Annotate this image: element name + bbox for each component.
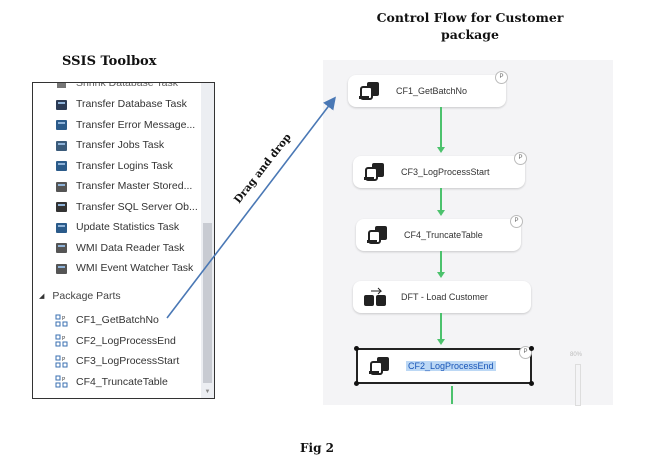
connector-arrowhead — [437, 147, 445, 153]
toolbox-item[interactable]: WMI Data Reader Task — [55, 239, 184, 257]
connector-arrowhead — [437, 210, 445, 216]
figure-caption: Fig 2 — [300, 441, 334, 455]
toolbox-scrollbar[interactable]: ▼ — [201, 83, 214, 398]
toolbox-item-label: Transfer Database Task — [76, 98, 187, 110]
svg-text:P: P — [62, 377, 66, 383]
expand-triangle-icon[interactable]: ◢ — [39, 293, 45, 300]
toolbox-item[interactable]: Transfer Error Message... — [55, 116, 195, 134]
package-part-item[interactable]: P CF4_TruncateTable — [55, 373, 168, 391]
package-part-item[interactable]: P CF3_LogProcessStart — [55, 352, 179, 370]
toolbox-item-label: Shrink Database Task — [76, 82, 178, 89]
toolbox-item-label: Update Statistics Task — [76, 221, 180, 233]
task-label: CF1_GetBatchNo — [396, 86, 468, 96]
toolbox-item-label: Transfer Jobs Task — [76, 139, 165, 151]
transfer-logins-icon — [55, 159, 68, 172]
package-part-task-icon — [363, 162, 389, 182]
transfer-database-icon — [55, 98, 68, 111]
scroll-down-icon[interactable]: ▼ — [204, 389, 211, 395]
toolbox-item-cut[interactable]: Shrink Database Task — [55, 82, 178, 92]
package-part-label: CF3_LogProcessStart — [76, 355, 180, 367]
package-part-task-icon — [358, 81, 384, 101]
svg-text:P: P — [62, 357, 66, 363]
task-label: CF4_TruncateTable — [404, 230, 483, 240]
control-flow-title: Control Flow for Customer package — [376, 10, 564, 42]
package-part-icon: P — [55, 314, 68, 327]
toolbox-item-label: Transfer SQL Server Ob... — [76, 200, 198, 213]
toolbox-item-label: WMI Event Watcher Task — [76, 262, 194, 274]
toolbox-item-label: Transfer Master Stored... — [76, 180, 193, 192]
data-flow-icon — [363, 287, 389, 307]
transfer-sql-icon — [55, 200, 68, 213]
task-label: CF3_LogProcessStart — [401, 167, 490, 177]
package-part-badge: P — [519, 346, 532, 359]
precedence-constraint[interactable] — [440, 188, 442, 211]
package-part-badge: P — [510, 215, 523, 228]
task-package-part[interactable]: CF2_LogProcessEnd P — [354, 346, 534, 386]
package-part-item[interactable]: P CF1_GetBatchNo — [55, 311, 159, 329]
shrink-database-icon — [55, 83, 68, 90]
package-part-item[interactable]: P CF2_LogProcessEnd — [55, 332, 176, 350]
package-part-icon: P — [55, 355, 68, 368]
task-package-part[interactable]: CF3_LogProcessStart P — [353, 152, 527, 188]
transfer-error-icon — [55, 118, 68, 131]
package-part-label: CF2_LogProcessEnd — [76, 334, 176, 347]
wmi-watcher-icon — [55, 262, 68, 275]
package-part-badge: P — [495, 71, 508, 84]
wmi-reader-icon — [55, 241, 68, 254]
transfer-jobs-icon — [55, 139, 68, 152]
package-part-icon: P — [55, 334, 68, 347]
precedence-constraint-stub[interactable] — [451, 386, 453, 404]
connector-arrowhead — [437, 339, 445, 345]
svg-text:P: P — [62, 336, 66, 342]
update-statistics-icon — [55, 221, 68, 234]
precedence-constraint[interactable] — [440, 313, 442, 340]
package-part-badge: P — [514, 152, 527, 165]
zoom-level: 80% — [570, 352, 583, 358]
group-label: Package Parts — [52, 290, 121, 302]
svg-text:P: P — [62, 316, 66, 322]
toolbox-item[interactable]: Transfer Database Task — [55, 95, 187, 113]
scrollbar-thumb[interactable] — [203, 223, 212, 383]
toolbox-item[interactable]: Transfer Master Stored... — [55, 177, 192, 195]
transfer-master-icon — [55, 180, 68, 193]
toolbox-item[interactable]: WMI Event Watcher Task — [55, 259, 193, 277]
package-part-task-icon — [368, 356, 394, 376]
precedence-constraint[interactable] — [440, 251, 442, 273]
toolbox-item-label: Transfer Logins Task — [76, 159, 173, 172]
connector-arrowhead — [437, 272, 445, 278]
task-label: CF2_LogProcessEnd — [406, 361, 496, 371]
precedence-constraint[interactable] — [440, 107, 442, 148]
task-package-part[interactable]: CF4_TruncateTable P — [356, 215, 523, 251]
package-part-icon: P — [55, 375, 68, 388]
resize-handle[interactable] — [529, 346, 534, 351]
toolbox-item[interactable]: Transfer Jobs Task — [55, 136, 164, 154]
package-part-label: CF1_GetBatchNo — [76, 314, 159, 326]
zoom-slider[interactable] — [575, 364, 581, 406]
toolbox-item-label: Transfer Error Message... — [76, 118, 196, 131]
drag-arrow — [166, 96, 336, 319]
toolbox-item[interactable]: Update Statistics Task — [55, 218, 179, 236]
resize-handle[interactable] — [529, 381, 534, 386]
ssis-toolbox: Shrink Database Task Transfer Database T… — [32, 82, 215, 399]
task-data-flow[interactable]: DFT - Load Customer — [353, 281, 531, 313]
drag-drop-label: Drag and drop — [232, 131, 294, 205]
toolbox-item[interactable]: Transfer SQL Server Ob... — [55, 198, 198, 216]
zoom-control[interactable]: 80% — [570, 352, 583, 406]
resize-handle[interactable] — [354, 346, 359, 351]
toolbox-item[interactable]: Transfer Logins Task — [55, 157, 173, 175]
task-label: DFT - Load Customer — [401, 292, 488, 302]
task-package-part[interactable]: CF1_GetBatchNo P — [348, 71, 508, 107]
package-parts-group[interactable]: ◢ Package Parts — [39, 290, 121, 302]
toolbox-item-label: WMI Data Reader Task — [76, 241, 185, 254]
package-part-task-icon — [366, 225, 392, 245]
toolbox-title: SSIS Toolbox — [62, 54, 157, 69]
resize-handle[interactable] — [354, 381, 359, 386]
package-part-label: CF4_TruncateTable — [76, 375, 168, 388]
